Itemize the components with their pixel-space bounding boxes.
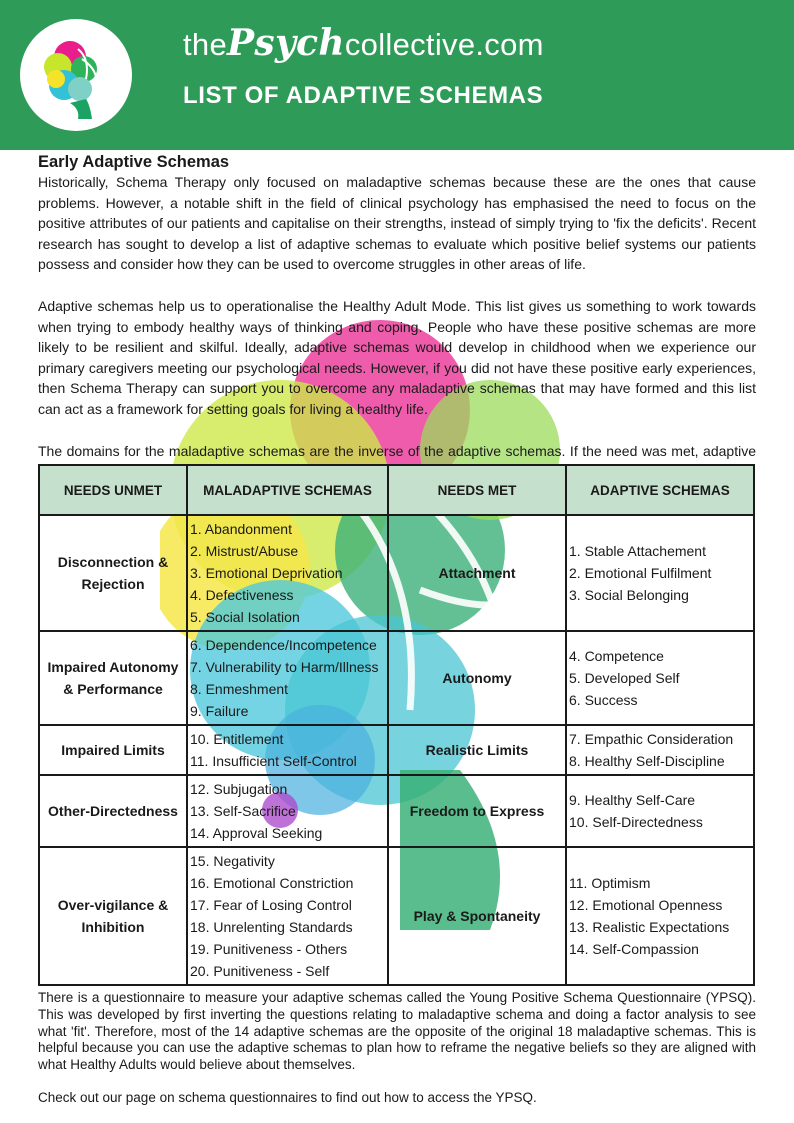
adaptive-item: 7. Empathic Consideration <box>569 731 734 747</box>
adaptive-item: 2. Emotional Fulfilment <box>569 565 712 581</box>
adaptive-list: 9. Healthy Self-Care 10. Self-Directedne… <box>565 774 755 848</box>
need-met-cell: Play & Spontaneity <box>387 846 567 986</box>
adaptive-list: 7. Empathic Consideration 8. Healthy Sel… <box>565 724 755 776</box>
table-row: Disconnection & Rejection 1. Abandonment… <box>38 514 755 632</box>
maladaptive-item: 11. Insufficient Self-Control <box>190 753 357 769</box>
maladaptive-list: 15. Negativity 16. Emotional Constrictio… <box>186 846 389 986</box>
brand-suffix: collective.com <box>344 27 544 62</box>
table-row: Impaired Limits 10. Entitlement 11. Insu… <box>38 724 755 776</box>
maladaptive-item: 15. Negativity <box>190 853 275 869</box>
intro-paragraph-1: Historically, Schema Therapy only focuse… <box>38 174 756 273</box>
maladaptive-list: 6. Dependence/Incompetence 7. Vulnerabil… <box>186 630 389 726</box>
table-row: Impaired Autonomy & Performance 6. Depen… <box>38 630 755 726</box>
header-adaptive-schemas: ADAPTIVE SCHEMAS <box>565 464 755 516</box>
header-needs-met: NEEDS MET <box>387 464 567 516</box>
adaptive-item: 1. Stable Attachement <box>569 543 706 559</box>
header-banner: thePsychcollective.com LIST OF ADAPTIVE … <box>0 0 794 150</box>
brand-mid: Psych <box>227 22 345 64</box>
adaptive-list: 1. Stable Attachement 2. Emotional Fulfi… <box>565 514 755 632</box>
maladaptive-item: 2. Mistrust/Abuse <box>190 543 299 559</box>
maladaptive-item: 18. Unrelenting Standards <box>190 919 353 935</box>
adaptive-item: 9. Healthy Self-Care <box>569 792 696 808</box>
need-met-cell: Freedom to Express <box>387 774 567 848</box>
need-unmet-cell: Impaired Autonomy & Performance <box>38 630 188 726</box>
maladaptive-item: 1. Abandonment <box>190 521 292 537</box>
logo[interactable] <box>20 19 132 131</box>
table-row: Over-vigilance & Inhibition 15. Negativi… <box>38 846 755 986</box>
head-logo-icon <box>44 41 97 119</box>
adaptive-item: 8. Healthy Self-Discipline <box>569 753 725 769</box>
maladaptive-list: 12. Subjugation 13. Self-Sacrifice 14. A… <box>186 774 389 848</box>
need-met-cell: Autonomy <box>387 630 567 726</box>
header-needs-unmet: NEEDS UNMET <box>38 464 188 516</box>
maladaptive-item: 8. Enmeshment <box>190 681 289 697</box>
maladaptive-item: 19. Punitiveness - Others <box>190 941 348 957</box>
section-heading: Early Adaptive Schemas <box>38 153 230 171</box>
adaptive-item: 3. Social Belonging <box>569 587 689 603</box>
adaptive-item: 14. Self-Compassion <box>569 941 699 957</box>
need-unmet-cell: Over-vigilance & Inhibition <box>38 846 188 986</box>
maladaptive-item: 6. Dependence/Incompetence <box>190 637 377 653</box>
need-met-cell: Attachment <box>387 514 567 632</box>
maladaptive-item: 16. Emotional Constriction <box>190 875 354 891</box>
maladaptive-list: 10. Entitlement 11. Insufficient Self-Co… <box>186 724 389 776</box>
schema-table: NEEDS UNMET MALADAPTIVE SCHEMAS NEEDS ME… <box>38 464 755 986</box>
adaptive-list: 4. Competence 5. Developed Self 6. Succe… <box>565 630 755 726</box>
maladaptive-item: 3. Emotional Deprivation <box>190 565 343 581</box>
adaptive-item: 6. Success <box>569 692 638 708</box>
footer-section: There is a questionnaire to measure your… <box>38 990 756 1107</box>
maladaptive-item: 5. Social Isolation <box>190 609 300 625</box>
table-row: Other-Directedness 12. Subjugation 13. S… <box>38 774 755 848</box>
maladaptive-item: 4. Defectiveness <box>190 587 294 603</box>
adaptive-item: 12. Emotional Openness <box>569 897 723 913</box>
maladaptive-item: 13. Self-Sacrifice <box>190 803 296 819</box>
adaptive-item: 4. Competence <box>569 648 664 664</box>
footer-paragraph: There is a questionnaire to measure your… <box>38 990 756 1073</box>
maladaptive-item: 7. Vulnerability to Harm/Illness <box>190 659 379 675</box>
need-unmet-cell: Disconnection & Rejection <box>38 514 188 632</box>
table-header-row: NEEDS UNMET MALADAPTIVE SCHEMAS NEEDS ME… <box>38 464 755 516</box>
maladaptive-list: 1. Abandonment 2. Mistrust/Abuse 3. Emot… <box>186 514 389 632</box>
adaptive-list: 11. Optimism 12. Emotional Openness 13. … <box>565 846 755 986</box>
need-met-cell: Realistic Limits <box>387 724 567 776</box>
adaptive-item: 10. Self-Directedness <box>569 814 703 830</box>
maladaptive-item: 17. Fear of Losing Control <box>190 897 352 913</box>
brand-name[interactable]: thePsychcollective.com <box>183 22 544 64</box>
intro-section: Early Adaptive Schemas Historically, Sch… <box>38 152 756 482</box>
header-maladaptive-schemas: MALADAPTIVE SCHEMAS <box>186 464 389 516</box>
questionnaire-link[interactable]: Check out our page on schema questionnai… <box>38 1089 537 1105</box>
maladaptive-item: 12. Subjugation <box>190 781 288 797</box>
adaptive-item: 11. Optimism <box>569 875 651 891</box>
adaptive-item: 13. Realistic Expectations <box>569 919 730 935</box>
need-unmet-cell: Impaired Limits <box>38 724 188 776</box>
adaptive-item: 5. Developed Self <box>569 670 680 686</box>
maladaptive-item: 14. Approval Seeking <box>190 825 323 841</box>
maladaptive-item: 9. Failure <box>190 703 249 719</box>
intro-paragraph-2: Adaptive schemas help us to operationali… <box>38 297 756 417</box>
brand-prefix: the <box>183 27 227 62</box>
maladaptive-item: 20. Punitiveness - Self <box>190 963 330 979</box>
page-title: LIST OF ADAPTIVE SCHEMAS <box>183 82 544 109</box>
need-unmet-cell: Other-Directedness <box>38 774 188 848</box>
maladaptive-item: 10. Entitlement <box>190 731 284 747</box>
